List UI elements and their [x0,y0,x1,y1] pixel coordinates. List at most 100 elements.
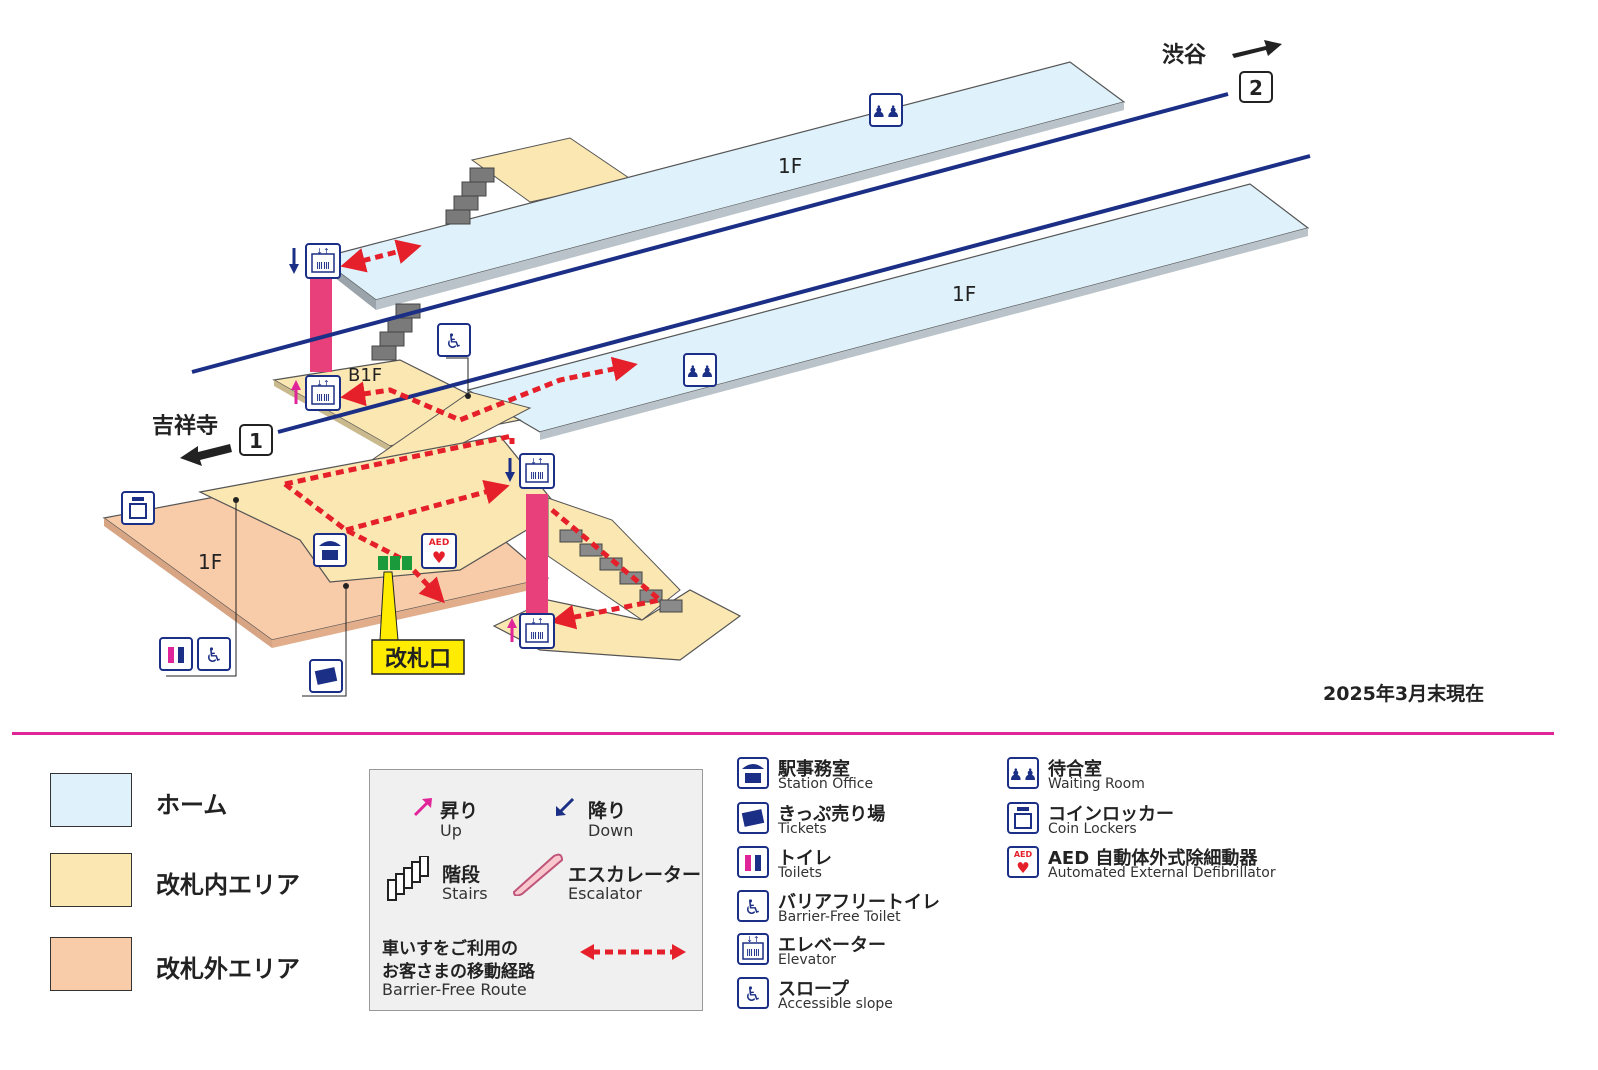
stairs-label: 階段 [442,864,481,886]
platform-label: ホーム [156,791,228,819]
barrier-free-toilet-icon: ♿ [197,637,231,671]
svg-text:↓↑: ↓↑ [316,379,329,388]
svg-text:ⅢⅢ: ⅢⅢ [316,393,330,404]
accessible-slope-icon: ♿ [437,323,471,357]
toilets-icon [737,846,769,878]
aed-icon: AED♥ [421,533,457,569]
down-label: 降り [588,800,627,822]
svg-text:♿: ♿ [744,982,762,1006]
coin-locker-icon [1007,802,1039,834]
tickets-icon [737,802,769,834]
svg-text:ⅢⅢ: ⅢⅢ [530,631,544,642]
svg-text:♥: ♥ [1016,859,1029,877]
svg-text:↓↑: ↓↑ [746,935,759,944]
tickets-en: Tickets [778,821,827,837]
arrow-right-icon [1232,40,1282,58]
aed-label: AED 自動体外式除細動器 [1048,848,1258,869]
outside-label: 改札外エリア [156,955,300,983]
accessible-slope-label: スロープ [778,979,849,1000]
svg-text:♿: ♿ [205,643,223,667]
barrier-free-toilet-en: Barrier-Free Toilet [778,909,901,925]
elevator-icon: ↓↑ ⅢⅢ [737,933,769,965]
svg-text:ⅢⅢ: ⅢⅢ [746,948,760,959]
up-label: 昇り [440,800,479,822]
outside-swatch [50,937,132,991]
elevator-icon: ↓↑ ⅢⅢ [305,243,341,279]
elevator-shaft-right [526,494,548,614]
svg-text:♿: ♿ [744,895,762,919]
svg-text:♟♟: ♟♟ [1009,765,1038,784]
toilets-icon [159,637,193,671]
as-of-date: 2025年3月末現在 [1323,683,1485,705]
gate-label-box [371,639,465,675]
station-office-en: Station Office [778,776,874,792]
station-office-icon [313,533,347,567]
svg-text:ⅢⅢ: ⅢⅢ [316,261,330,272]
floor-label-basement: B1F [348,365,382,386]
svg-text:♿: ♿ [445,329,463,353]
elevator-shaft-left [310,272,332,372]
coin-locker-label: コインロッカー [1048,804,1174,825]
barrier-free-toilet-label: バリアフリートイレ [778,892,940,913]
stairs-icon [387,856,429,901]
gate-label: 改札口 [385,646,451,672]
legend-divider [12,732,1554,735]
direction-left-number-box [239,424,273,456]
accessible-slope-icon: ♿ [737,977,769,1009]
inside-swatch [50,853,132,907]
barrier-free-route-icon [580,944,686,960]
track-upper [191,92,1229,374]
direction-left-number: 1 [249,429,263,453]
coin-locker-icon [121,491,155,525]
station-office-icon [737,757,769,789]
elevator-label: エレベーター [778,935,886,956]
platform-swatch [50,773,132,827]
direction-right: 渋谷 [1162,42,1207,68]
svg-text:♥: ♥ [432,548,446,567]
waiting-room-icon: ♟♟ [1007,757,1039,789]
station-map: 吉祥寺 1 渋谷 2 1F 1F 1F B1F ↓↑ ⅢⅢ ↓↑ ⅢⅢ ↓↑ ⅢⅢ ↓… [102,40,1311,697]
up-arrow-icon [413,798,432,817]
waiting-room-en: Waiting Room [1048,776,1145,792]
waiting-room-icon: ♟♟ [869,93,903,127]
direction-right-number: 2 [1249,76,1263,100]
floor-label-lower: 1F [952,282,976,306]
direction-left: 吉祥寺 [152,413,218,439]
svg-text:♟♟: ♟♟ [686,362,715,381]
elevator-icon: ↓↑ ⅢⅢ [305,375,341,411]
waiting-room-icon: ♟♟ [683,353,717,387]
direction-right-number-box [1239,71,1273,103]
up-en: Up [440,821,462,840]
svg-text:↓↑: ↓↑ [530,617,543,626]
aed-en: Automated External Defibrillator [1048,865,1276,881]
inside-label: 改札内エリア [156,871,300,899]
stairs-upper [445,167,495,225]
arrow-left-icon [180,444,232,466]
svg-text:↓↑: ↓↑ [530,457,543,466]
ticket-gates-icon [378,556,412,570]
leader-lines [166,357,469,697]
svg-text:↓↑: ↓↑ [316,247,329,256]
station-office-label: 駅事務室 [778,759,850,780]
floor-label-upper: 1F [778,154,802,178]
elevator-en: Elevator [778,952,837,968]
waiting-room-label: 待合室 [1048,759,1102,780]
elevator-icon: ↓↑ ⅢⅢ [519,613,555,649]
down-arrow-icon [505,458,515,482]
down-en: Down [588,821,634,840]
svg-text:AED: AED [429,538,450,548]
escalator-icon [512,853,564,896]
coin-locker-en: Coin Lockers [1048,821,1137,837]
svg-text:♟♟: ♟♟ [872,102,901,121]
accessible-slope-en: Accessible slope [778,996,893,1012]
route-label-line2: お客さまの移動経路 [382,962,535,982]
floor-label-concourse: 1F [198,550,222,574]
aed-icon: AED♥ [1007,846,1039,878]
down-arrow-icon [289,248,299,274]
symbol-legend-box: 昇り Up 降り Down 階段 Stairs エスカレーター Escalato… [369,769,703,1011]
up-arrow-icon [291,380,301,404]
svg-text:ⅢⅢ: ⅢⅢ [530,471,544,482]
escalator-en: Escalator [568,884,642,903]
stairs-en: Stairs [442,884,488,903]
escalator-label: エスカレーター [568,864,702,886]
